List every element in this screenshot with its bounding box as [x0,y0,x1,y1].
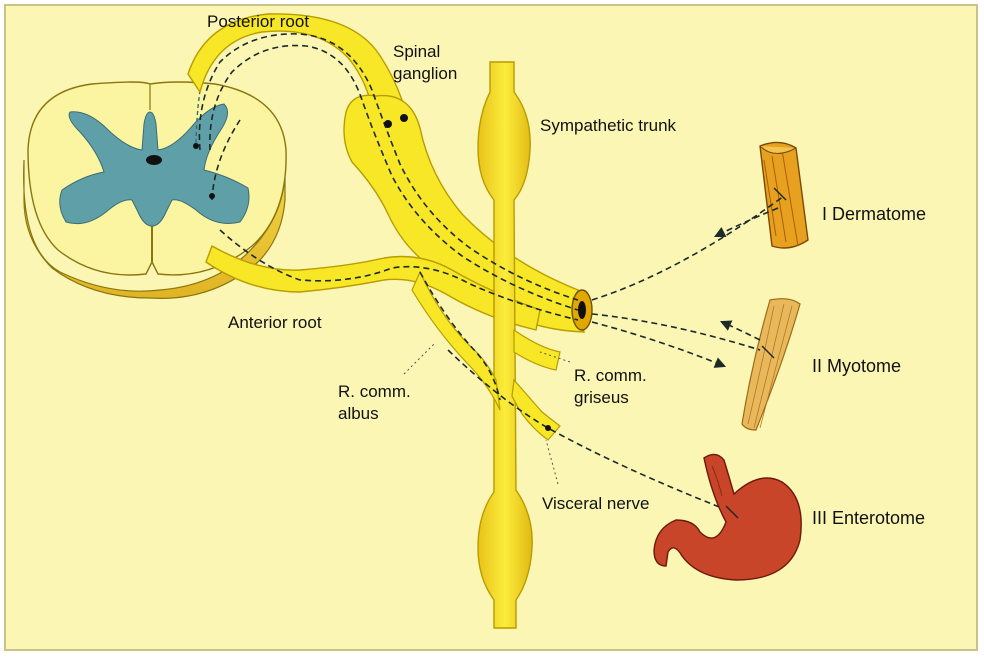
neuron-dots [193,114,551,431]
label-dermatome: I Dermatome [822,204,927,224]
label-visceral-nerve: Visceral nerve [542,494,650,513]
rami-communicantes [411,270,501,411]
label-spinal-ganglion-line2: ganglion [393,64,458,83]
target-ticks [725,187,787,519]
myotome-muscle [741,298,801,431]
spinal-nerve-trunk [343,94,585,333]
spinal-cord-section [23,81,287,299]
label-posterior-root: Posterior root [207,12,310,31]
label-r-comm-griseus-line1: R. comm. [574,366,647,385]
label-r-comm-albus-line2: albus [338,404,379,423]
dermatome-skin [759,141,809,249]
sympathetic-trunk-shape [477,61,533,629]
posterior-root [187,13,403,111]
nerve-fibres [198,33,733,513]
label-leaders [403,343,571,485]
label-r-comm-griseus-line2: griseus [574,388,629,407]
label-myotome: II Myotome [812,356,902,376]
peripheral-fibres [591,195,785,368]
label-sympathetic-trunk: Sympathetic trunk [540,116,677,135]
ramus-griseus-branch [513,328,561,371]
label-r-comm-albus-line1: R. comm. [338,382,411,401]
label-enterotome: III Enterotome [812,508,926,528]
label-spinal-ganglion-line1: Spinal [393,42,441,61]
enterotome-stomach [653,453,802,581]
label-anterior-root: Anterior root [228,313,322,332]
